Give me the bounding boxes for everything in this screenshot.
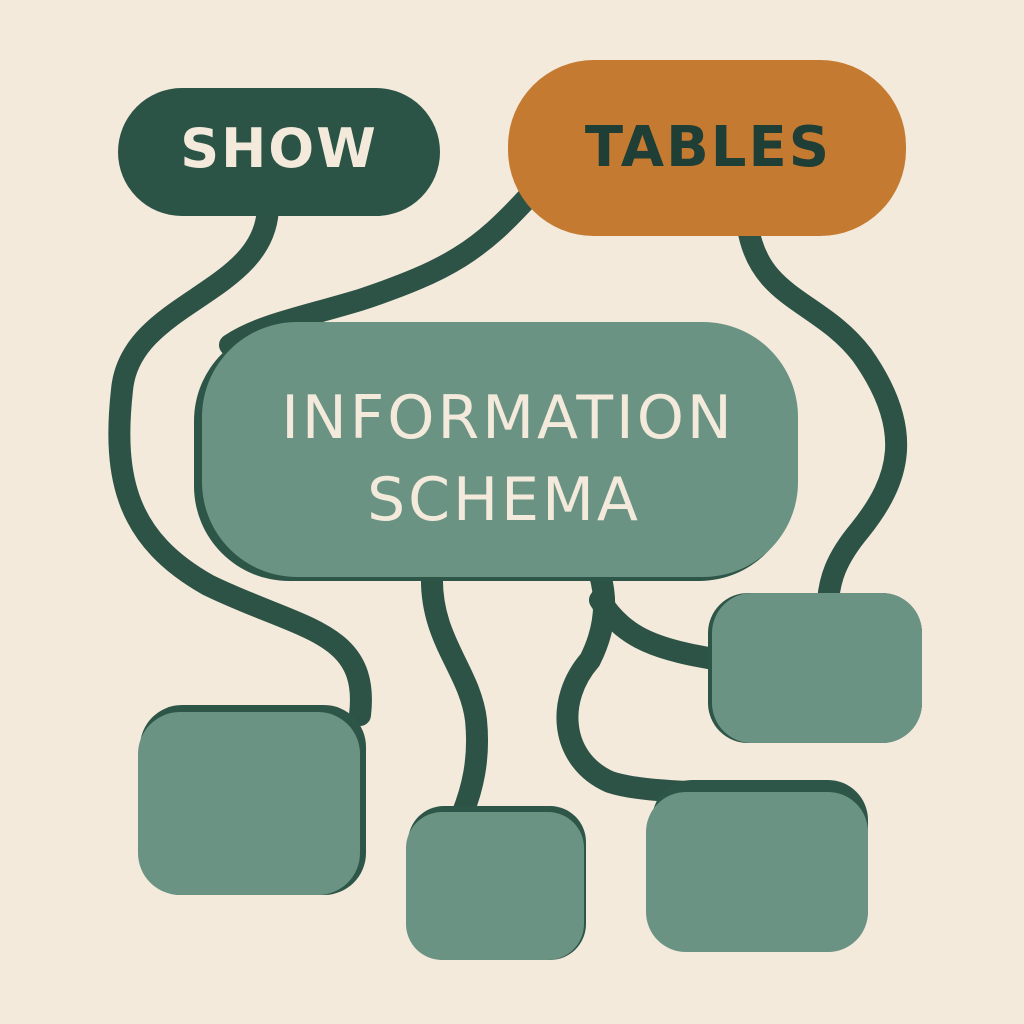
connectors [108,184,908,826]
connector-show-to-left-box [108,194,372,726]
leaf-box-left [138,705,366,895]
node-show-body [118,88,440,216]
leaf-box-bottom-center-body [406,812,584,960]
leaf-box-right-body [712,593,922,743]
node-show-label: SHOW [180,117,378,180]
leaf-box-left-body [138,712,360,895]
leaf-box-bottom-right-body [646,792,868,952]
node-information-schema: INFORMATION SCHEMA [194,322,798,581]
node-information-schema-label-line1: INFORMATION [281,383,735,453]
leaf-box-right [708,593,922,743]
connector-schema-to-bottom-center-box [420,564,489,826]
node-information-schema-label-line2: SCHEMA [367,465,641,535]
node-tables-body [508,60,906,236]
node-show: SHOW [118,88,440,216]
node-tables: TABLES [508,60,906,236]
leaf-box-bottom-center [406,806,586,960]
leaf-box-bottom-right [646,780,868,952]
node-information-schema-body [202,322,798,577]
node-tables-label: TABLES [585,115,831,180]
connector-schema-to-right-box [589,589,731,671]
connector-tables-to-right-box [737,217,908,611]
